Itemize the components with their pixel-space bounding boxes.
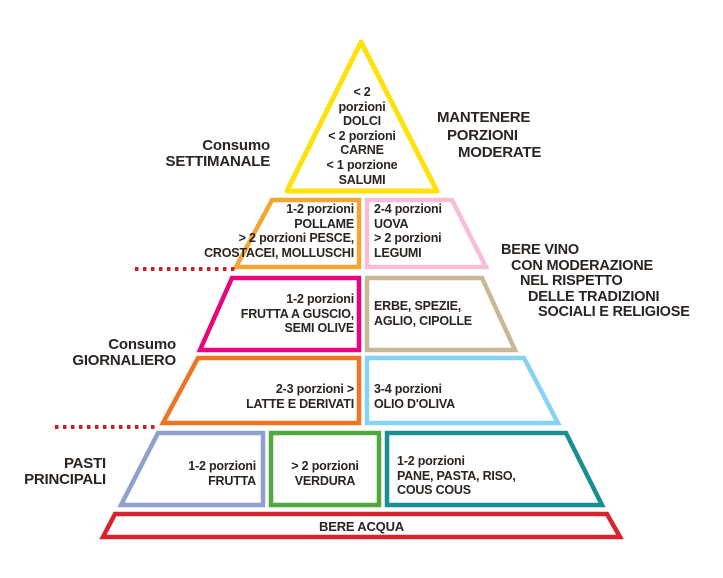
shape-frutta-a-guscio [196,275,362,353]
dolci-portions: < 2 [353,85,371,99]
verdura-text: > 2 porzioni VERDURA [291,459,359,488]
shape-uova-legumi [364,197,490,270]
shape-erbe-spezie [364,275,519,353]
wine-moderation-label: BERE VINO CON MODERAZIONE NEL RISPETTO D… [501,242,690,320]
frutta-a-guscio-text: 1-2 porzioni FRUTTA A GUSCIO, SEMI OLIVE [240,292,354,335]
shape-olio-oliva [364,355,562,426]
pane-pasta-text: 1-2 porzioni PANE, PASTA, RISO, COUS COU… [397,454,516,497]
dolci-portions-word: porzioni [338,99,386,114]
frutta-text: 1-2 porzioni FRUTTA [188,459,256,488]
daily-consumption-label: Consumo GIORNALIERO [72,336,176,369]
carne-label: CARNE [340,143,384,158]
weekly-consumption-label: Consumo SETTIMANALE [165,137,271,170]
erbe-spezie-text: ERBE, SPEZIE, AGLIO, CIPOLLE [374,299,472,328]
main-meals-label: PASTI PRINCIPALI [24,455,106,488]
olio-oliva-text: 3-4 porzioni OLIO D'OLIVA [374,382,455,411]
shape-latte-derivati [159,355,362,426]
shape-pollame-pesce [232,197,362,270]
shape-bere-acqua [99,511,624,540]
salumi-label: SALUMI [338,172,386,187]
dolci-label: DOLCI [343,114,381,129]
shape-dolci-carne-salumi [284,39,440,194]
moderate-portions-label: MANTENERE PORZIONI MODERATE [437,109,542,161]
bere-acqua-label: BERE ACQUA [319,519,404,534]
salumi-portions: < 1 porzione [326,157,398,172]
latte-derivati-text: 2-3 porzioni > LATTE E DERIVATI [246,382,354,411]
uova-legumi-text: 2-4 porzioni UOVA > 2 porzioni LEGUMI [374,202,442,260]
shape-pane-pasta [384,430,606,508]
top-level-text: < 2 porzioni DOLCI < 2 porzioni CARNE < … [282,85,442,187]
shape-verdura [268,430,382,508]
carne-portions: < 2 porzioni [328,128,396,143]
shape-frutta [117,430,266,508]
pollame-pesce-text: 1-2 porzioni POLLAME > 2 porzioni PESCE,… [204,202,354,260]
